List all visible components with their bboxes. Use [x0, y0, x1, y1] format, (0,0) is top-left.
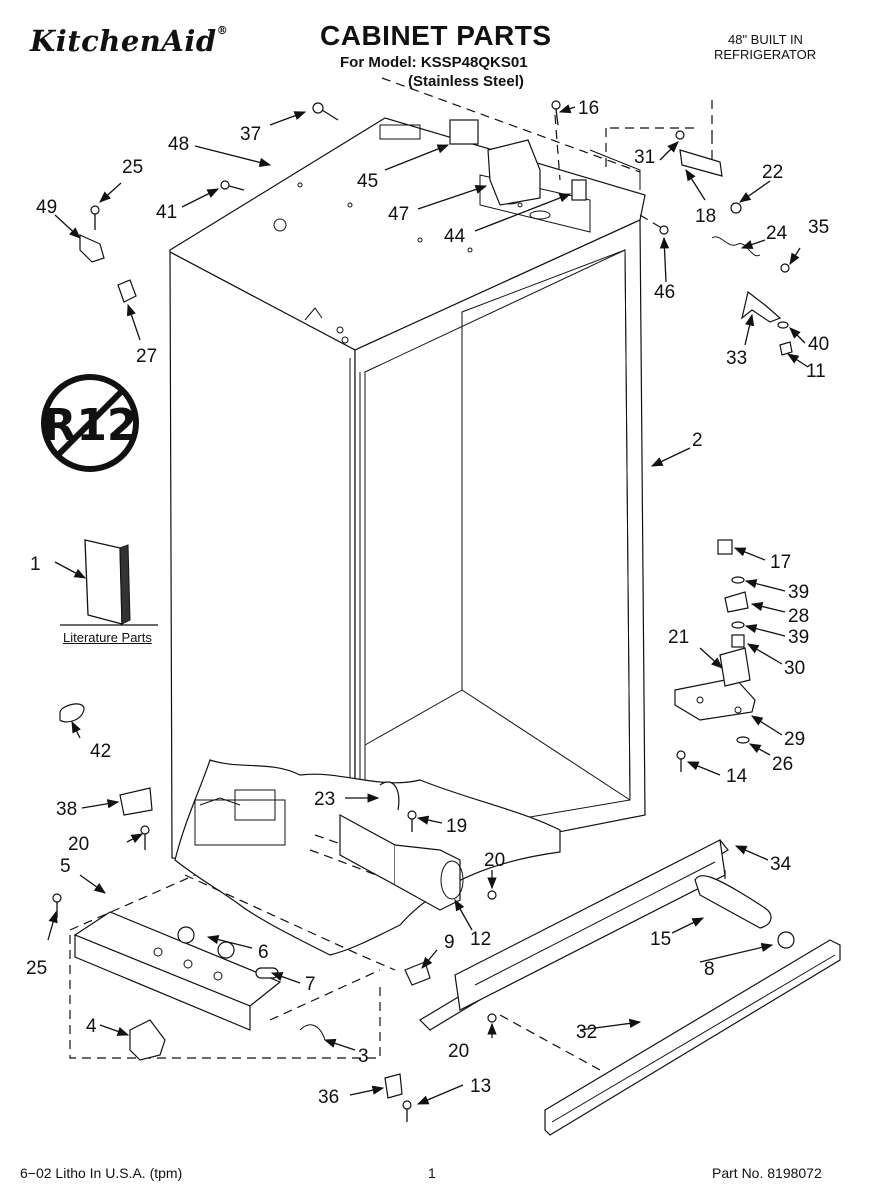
callout-19: 19: [446, 816, 467, 837]
callout-47: 47: [388, 204, 409, 225]
callout-16: 16: [578, 98, 599, 119]
callout-6: 6: [258, 942, 269, 963]
callout-40: 40: [808, 334, 829, 355]
callout-2: 2: [692, 430, 703, 451]
callout-46: 46: [654, 282, 675, 303]
callout-31: 31: [634, 147, 655, 168]
callout-37: 37: [240, 124, 261, 145]
callout-3: 3: [358, 1046, 369, 1067]
callout-26: 26: [772, 754, 793, 775]
callout-27: 27: [136, 346, 157, 367]
callout-11: 11: [806, 361, 826, 382]
callout-45: 45: [357, 171, 378, 192]
callout-28: 28: [788, 606, 809, 627]
callout-49: 49: [36, 197, 57, 218]
callout-25b: 25: [26, 958, 47, 979]
callout-35: 35: [808, 217, 829, 238]
model-line: For Model: KSSP48QKS01: [340, 54, 528, 71]
callout-23: 23: [314, 789, 335, 810]
callout-12: 12: [470, 929, 491, 950]
page-title: CABINET PARTS: [320, 20, 552, 51]
callout-8: 8: [704, 959, 715, 980]
callout-4: 4: [86, 1016, 97, 1037]
callout-13: 13: [470, 1076, 491, 1097]
callout-20c: 20: [448, 1041, 469, 1062]
callout-29: 29: [784, 729, 805, 750]
callout-32: 32: [576, 1022, 597, 1043]
manual-booklet-icon: [60, 539, 158, 626]
footer-part-number: Part No. 8198072: [712, 1165, 822, 1181]
callout-7: 7: [305, 974, 316, 995]
callout-39b: 39: [788, 627, 809, 648]
cabinet-body: [169, 77, 713, 873]
callout-30: 30: [784, 658, 805, 679]
callout-39a: 39: [788, 582, 809, 603]
callout-20a: 20: [68, 834, 89, 855]
no-r12-symbol-icon: R12: [41, 374, 139, 472]
callout-38: 38: [56, 799, 77, 820]
callout-14: 14: [726, 766, 748, 787]
callout-42: 42: [90, 741, 111, 762]
category-line-2: REFRIGERATOR: [714, 47, 817, 62]
cutaway-section: [174, 759, 561, 956]
brand-logo: KitchenAid®: [30, 24, 229, 58]
callout-48: 48: [168, 134, 189, 155]
footer-page-number: 1: [428, 1165, 436, 1181]
kick-plate: [419, 839, 841, 1136]
leader-lines: [47, 104, 809, 1105]
hardware-parts: [52, 100, 795, 1122]
callout-17: 17: [770, 552, 791, 573]
callout-44: 44: [444, 226, 466, 247]
callout-18: 18: [695, 206, 716, 227]
callout-21: 21: [668, 627, 689, 648]
callout-labels: 1 2 3 4 5 6 7 8 9 11 12 13 14 15 16 17 1…: [26, 98, 829, 1108]
lower-assembly: [69, 874, 396, 1061]
callout-33: 33: [726, 348, 747, 369]
literature-parts-label: Literature Parts: [63, 630, 152, 645]
callout-25a: 25: [122, 157, 143, 178]
callout-34: 34: [770, 854, 792, 875]
callout-36: 36: [318, 1087, 339, 1108]
callout-41: 41: [156, 202, 177, 223]
callout-5: 5: [60, 856, 71, 877]
callout-22: 22: [762, 162, 783, 183]
callout-1: 1: [30, 554, 41, 575]
category-line-1: 48" BUILT IN: [728, 32, 803, 47]
callout-9: 9: [444, 932, 455, 953]
footer-print-info: 6−02 Litho In U.S.A. (tpm): [20, 1165, 183, 1181]
finish-line: (Stainless Steel): [408, 73, 524, 90]
callout-15: 15: [650, 929, 671, 950]
callout-24: 24: [766, 223, 788, 244]
callout-20b: 20: [484, 850, 505, 871]
